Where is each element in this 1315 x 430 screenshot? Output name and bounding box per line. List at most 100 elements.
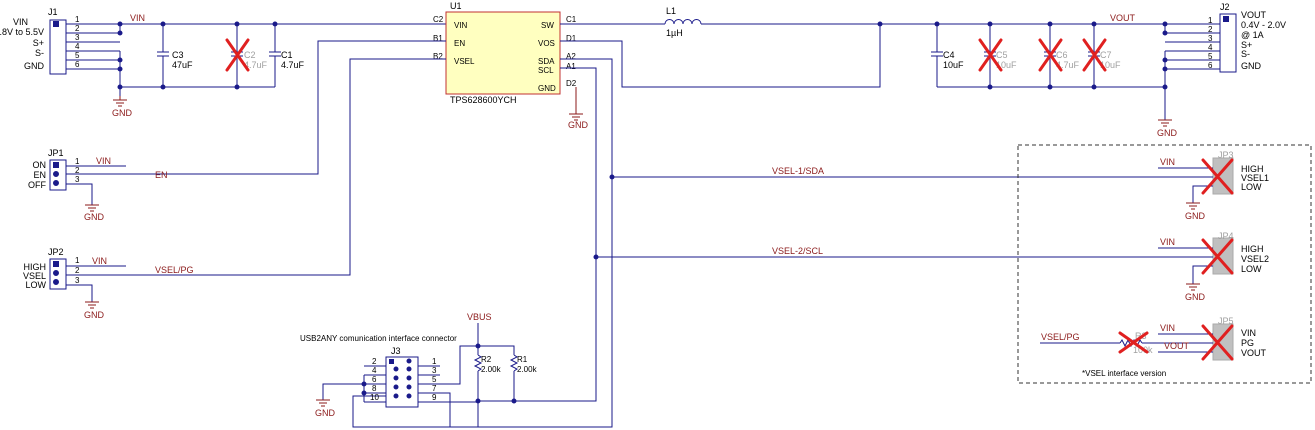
jp5-ref: JP5	[1218, 316, 1234, 326]
jp1-gnd-label: GND	[84, 212, 105, 222]
jp1-label-on: ON	[33, 160, 47, 170]
jp4-gnd-label: GND	[1185, 292, 1206, 302]
jumper-jp2: JP2 HIGH VSEL LOW 1 2 3 VIN GND	[23, 247, 126, 320]
c5-ref: C5	[996, 50, 1008, 60]
j3-pin1: 1	[432, 357, 437, 366]
connector-j3: USB2ANY comunication interface connector…	[300, 334, 515, 427]
u1-pin-en: EN	[454, 39, 465, 48]
jp2-vin-label: VIN	[92, 256, 107, 266]
r2-value: 2.00k	[481, 365, 502, 374]
en-net-label: EN	[155, 170, 168, 180]
j3-gnd-label: GND	[315, 408, 336, 418]
c1-value: 4.7uF	[281, 60, 305, 70]
u1-pin-sw: SW	[541, 21, 554, 30]
u1-pin-b2: B2	[433, 52, 443, 61]
jp5-vsel-pg-label: VSEL/PG	[1041, 332, 1080, 342]
jp3-gnd-label: GND	[1185, 211, 1206, 221]
j2-label-sm: S-	[1241, 49, 1250, 59]
vsel1-sda-label: VSEL-1/SDA	[772, 166, 824, 176]
jp5-label-pg: PG	[1241, 338, 1254, 348]
gnd-label-u1: GND	[568, 120, 589, 130]
u1-pin-gnd: GND	[538, 84, 556, 93]
u1-pin-a2: A2	[566, 52, 576, 61]
jp4-ref: JP4	[1218, 231, 1234, 241]
jp2-label-vsel: VSEL	[23, 271, 46, 281]
u1-pin-vsel: VSEL	[454, 57, 475, 66]
u1-pin-sda: SDA	[538, 57, 555, 66]
j3-title: USB2ANY comunication interface connector	[300, 334, 457, 343]
j3-pin2: 2	[372, 357, 377, 366]
j1-label-sp: S+	[33, 38, 44, 48]
jp4-vin-label: VIN	[1160, 237, 1175, 247]
jp2-label-low: LOW	[25, 280, 46, 290]
jp2-pin1: 1	[75, 256, 80, 265]
j1-label-range: 1.8V to 5.5V	[0, 27, 44, 37]
c1-ref: C1	[281, 50, 293, 60]
jp4-label-low: LOW	[1241, 264, 1262, 274]
vbus-label: VBUS	[467, 312, 492, 322]
capacitor-c3: C3 47uF	[157, 24, 193, 87]
gnd-label-j1: GND	[112, 108, 133, 118]
j1-pin2: 2	[75, 24, 80, 33]
inductor-l1: L1 1µH	[560, 6, 1170, 38]
c7-value: 10uF	[1100, 60, 1121, 70]
jp1-pin2: 2	[75, 166, 80, 175]
vsel-version-note: *VSEL interface version	[1082, 369, 1166, 378]
capacitor-c5: C5 10uF	[978, 24, 1017, 87]
c7-ref: C7	[1100, 50, 1112, 60]
jp2-label-high: HIGH	[24, 262, 47, 272]
c6-value: 4.7uF	[1056, 60, 1080, 70]
jp4-label-high: HIGH	[1241, 244, 1264, 254]
j2-label-range: 0.4V - 2.0V	[1241, 20, 1286, 30]
j3-ref: J3	[391, 346, 401, 356]
j2-pin6: 6	[1208, 61, 1213, 70]
j2-label-sp: S+	[1241, 40, 1252, 50]
u1-pin-vos: VOS	[538, 39, 555, 48]
jp1-pin1: 1	[75, 157, 80, 166]
j3-pin10: 10	[370, 393, 379, 402]
jp1-pin3: 3	[75, 175, 80, 184]
capacitor-c6: C6 4.7uF	[1038, 24, 1080, 87]
u1-ref: U1	[450, 1, 462, 11]
scl-wire	[478, 67, 597, 402]
jp3-label-low: LOW	[1241, 182, 1262, 192]
c6-ref: C6	[1056, 50, 1068, 60]
u1-pin-c2: C2	[433, 15, 444, 24]
jp2-ref: JP2	[48, 247, 64, 257]
jp2-pin3: 3	[75, 276, 80, 285]
r2-ref: R2	[481, 355, 492, 364]
vbus-pullups: VBUS R2 2.00k R1 2.00k	[467, 312, 596, 427]
l1-ref: L1	[666, 6, 676, 16]
jp5-vout-label: VOUT	[1164, 341, 1190, 351]
jp1-label-off: OFF	[28, 180, 46, 190]
jp4-label-vsel2: VSEL2	[1241, 254, 1269, 264]
j1-ref: J1	[48, 7, 58, 17]
j2-label-vout: VOUT	[1241, 10, 1267, 20]
jp1-label-en: EN	[33, 170, 46, 180]
c2-value: 4.7uF	[244, 60, 268, 70]
u1-pin-vin: VIN	[454, 21, 468, 30]
j2-pin1: 1	[1208, 16, 1213, 25]
capacitor-c4: C4 10uF	[931, 24, 964, 87]
capacitor-c2: C2 4.7uF	[225, 24, 268, 87]
j3-pin4: 4	[372, 366, 377, 375]
c5-value: 10uF	[996, 60, 1017, 70]
jp5-vin-label: VIN	[1160, 323, 1175, 333]
jp5-label-vout: VOUT	[1241, 348, 1267, 358]
j3-pin3: 3	[432, 366, 437, 375]
j2-pin2: 2	[1208, 25, 1213, 34]
c4-value: 10uF	[943, 60, 964, 70]
vsel2-scl-label: VSEL-2/SCL	[772, 246, 823, 256]
j1-pin1: 1	[75, 15, 80, 24]
j1-pin5: 5	[75, 51, 80, 60]
j3-pin5: 5	[432, 375, 437, 384]
u1-pin-b1: B1	[433, 34, 443, 43]
jp1-vin-label: VIN	[96, 156, 111, 166]
j3-pin7: 7	[432, 384, 437, 393]
c3-value: 47uF	[172, 60, 193, 70]
gnd-symbol-j1: GND	[112, 96, 133, 118]
u1-pin-c1: C1	[566, 15, 577, 24]
jp3-label-high: HIGH	[1241, 164, 1264, 174]
j3-pin8: 8	[372, 384, 377, 393]
